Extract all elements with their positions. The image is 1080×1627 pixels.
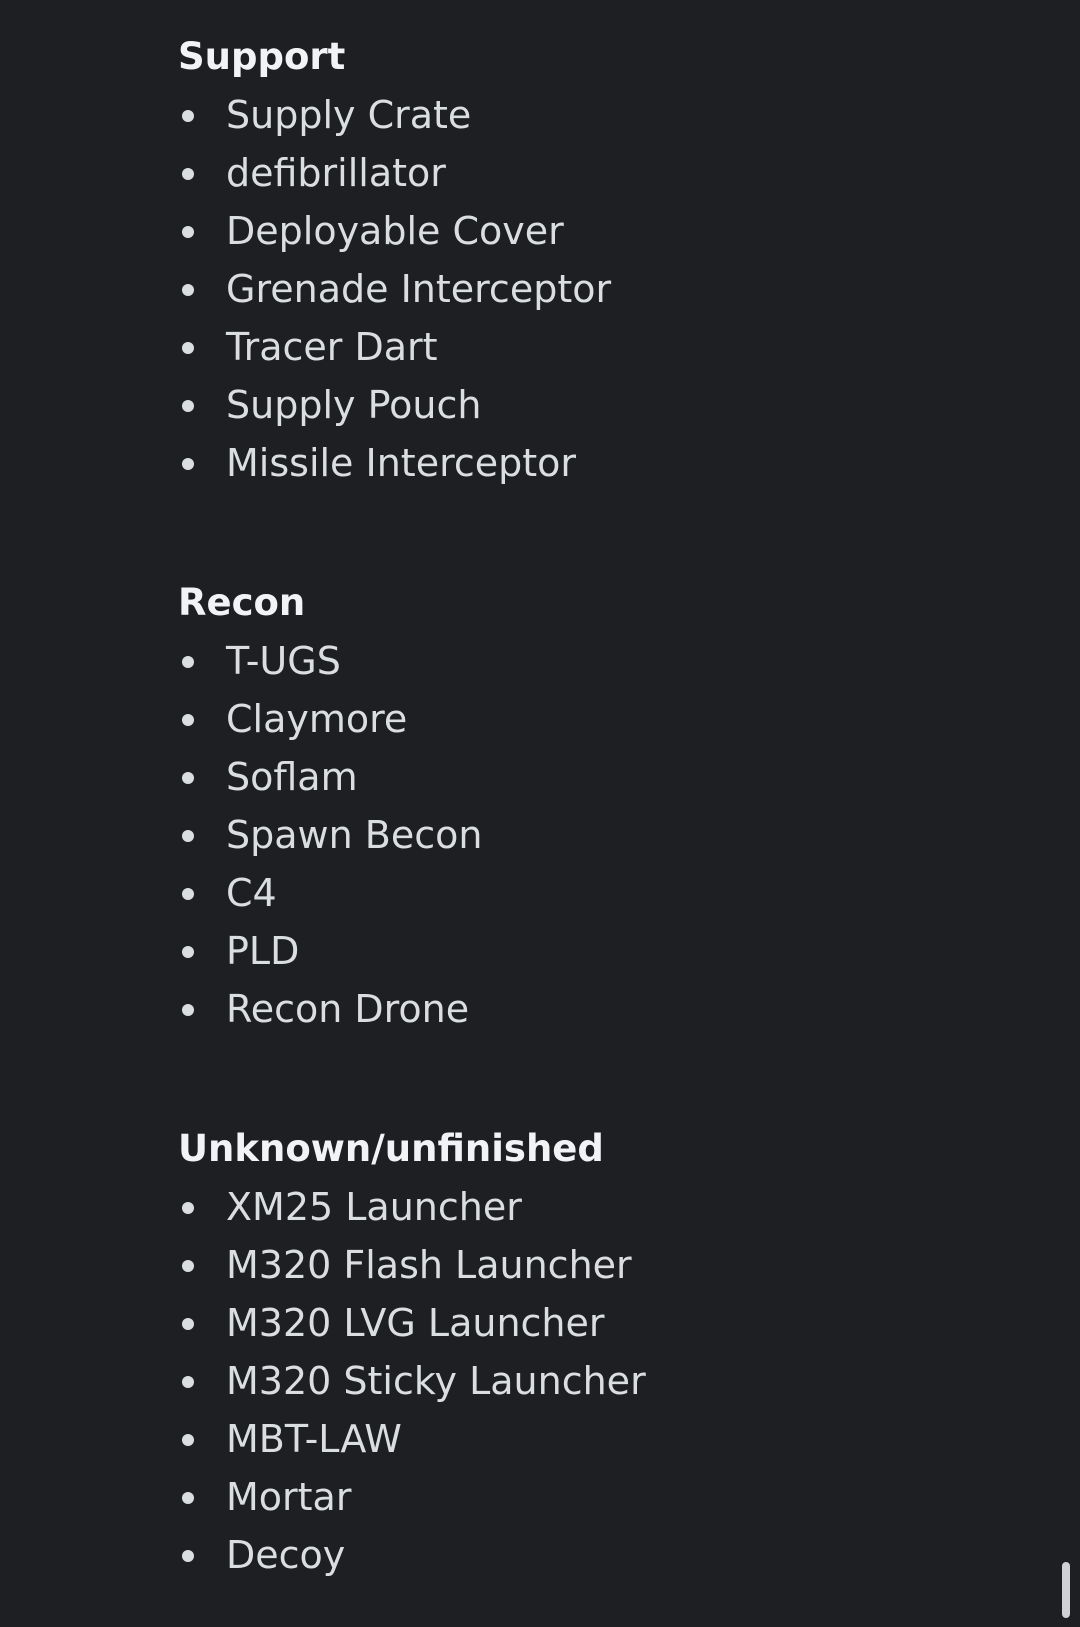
list-item: T-UGS xyxy=(178,632,978,690)
list-item-label: PLD xyxy=(226,929,300,973)
scrollbar-thumb[interactable] xyxy=(1062,1562,1070,1618)
list-item: Recon Drone xyxy=(178,980,978,1038)
list-item-label: MBT-LAW xyxy=(226,1417,402,1461)
list-item-label: Decoy xyxy=(226,1533,346,1577)
list-item: Decoy xyxy=(178,1526,978,1584)
list-item: defibrillator xyxy=(178,144,978,202)
list-item-label: C4 xyxy=(226,871,277,915)
list-item: Supply Pouch xyxy=(178,376,978,434)
list-item: Spawn Becon xyxy=(178,806,978,864)
bullet-icon xyxy=(182,284,194,296)
list-item: Grenade Interceptor xyxy=(178,260,978,318)
list-item: MBT-LAW xyxy=(178,1410,978,1468)
list-item-label: XM25 Launcher xyxy=(226,1185,522,1229)
bullet-list: XM25 Launcher M320 Flash Launcher M320 L… xyxy=(178,1178,978,1584)
section-heading: Recon xyxy=(178,581,306,624)
section-recon: Recon T-UGS Claymore Soflam Spawn Becon … xyxy=(178,574,978,1038)
list-item-label: Mortar xyxy=(226,1475,352,1519)
list-item-label: Tracer Dart xyxy=(226,325,438,369)
list-item: Missile Interceptor xyxy=(178,434,978,492)
list-item: C4 xyxy=(178,864,978,922)
list-item: Supply Crate xyxy=(178,86,978,144)
list-item-label: M320 Flash Launcher xyxy=(226,1243,632,1287)
list-item: M320 Sticky Launcher xyxy=(178,1352,978,1410)
bullet-icon xyxy=(182,342,194,354)
list-item-label: defibrillator xyxy=(226,151,446,195)
bullet-icon xyxy=(182,110,194,122)
list-item-label: Soflam xyxy=(226,755,358,799)
list-item-label: Missile Interceptor xyxy=(226,441,577,485)
list-item: M320 LVG Launcher xyxy=(178,1294,978,1352)
list-item-label: Supply Crate xyxy=(226,93,472,137)
section-unknown-unfinished: Unknown/unfinished XM25 Launcher M320 Fl… xyxy=(178,1120,978,1584)
bullet-icon xyxy=(182,830,194,842)
list-item: Deployable Cover xyxy=(178,202,978,260)
bullet-list: Supply Crate defibrillator Deployable Co… xyxy=(178,86,978,492)
section-heading: Unknown/unfinished xyxy=(178,1127,604,1170)
list-item: XM25 Launcher xyxy=(178,1178,978,1236)
bullet-icon xyxy=(182,772,194,784)
bullet-icon xyxy=(182,400,194,412)
section-heading: Support xyxy=(178,35,346,78)
bullet-icon xyxy=(182,714,194,726)
bullet-icon xyxy=(182,888,194,900)
list-item-label: Claymore xyxy=(226,697,408,741)
bullet-icon xyxy=(182,1492,194,1504)
bullet-icon xyxy=(182,1004,194,1016)
list-item-label: Supply Pouch xyxy=(226,383,482,427)
list-item: Mortar xyxy=(178,1468,978,1526)
list-item-label: M320 Sticky Launcher xyxy=(226,1359,646,1403)
section-support: Support Supply Crate defibrillator Deplo… xyxy=(178,28,978,492)
list-item-label: T-UGS xyxy=(226,639,341,683)
list-item: PLD xyxy=(178,922,978,980)
bullet-icon xyxy=(182,1318,194,1330)
list-item-label: Deployable Cover xyxy=(226,209,564,253)
bullet-icon xyxy=(182,1550,194,1562)
bullet-icon xyxy=(182,168,194,180)
bullet-icon xyxy=(182,226,194,238)
bullet-icon xyxy=(182,1260,194,1272)
list-item: M320 Flash Launcher xyxy=(178,1236,978,1294)
bullet-icon xyxy=(182,656,194,668)
list-item-label: Recon Drone xyxy=(226,987,470,1031)
bullet-icon xyxy=(182,1376,194,1388)
bullet-icon xyxy=(182,1434,194,1446)
list-item-label: M320 LVG Launcher xyxy=(226,1301,605,1345)
list-item-label: Spawn Becon xyxy=(226,813,483,857)
list-item-label: Grenade Interceptor xyxy=(226,267,612,311)
bullet-icon xyxy=(182,1202,194,1214)
list-item: Tracer Dart xyxy=(178,318,978,376)
list-item: Soflam xyxy=(178,748,978,806)
list-item: Claymore xyxy=(178,690,978,748)
bullet-icon xyxy=(182,946,194,958)
bullet-list: T-UGS Claymore Soflam Spawn Becon C4 PLD… xyxy=(178,632,978,1038)
bullet-icon xyxy=(182,458,194,470)
message-content: Support Supply Crate defibrillator Deplo… xyxy=(178,28,978,1584)
